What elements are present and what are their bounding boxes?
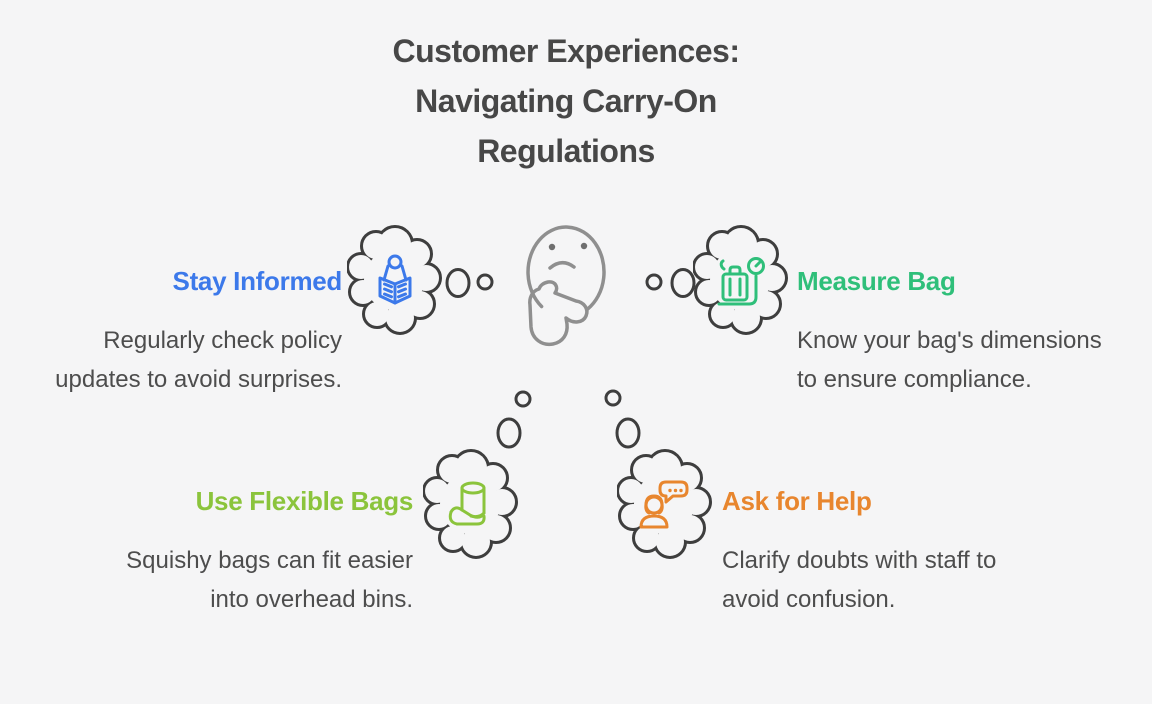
left-eye — [548, 243, 556, 251]
thought-trail-top-left — [445, 268, 494, 298]
label-use-flexible-bags: Use Flexible Bags — [195, 486, 414, 516]
thought-trail-top-right — [645, 268, 696, 298]
thinking-face-icon — [526, 225, 606, 347]
label-stay-informed: Stay Informed — [172, 266, 343, 296]
page-title: Customer Experiences: Navigating Carry-O… — [392, 33, 740, 169]
right-eye — [580, 242, 588, 250]
speech-dots — [668, 488, 683, 493]
desc-measure-bag: Know your bag's dimensions to ensure com… — [797, 327, 1102, 393]
label-ask-for-help: Ask for Help — [722, 486, 872, 516]
thought-cloud-stay-informed — [347, 223, 443, 343]
thought-trail-bottom-right — [604, 389, 641, 449]
face-outline — [526, 225, 606, 311]
desc-ask-for-help: Clarify doubts with staff to avoid confu… — [722, 547, 997, 613]
thought-trail-bottom-left — [496, 390, 532, 449]
reading-book-icon — [378, 254, 412, 305]
luggage-scale-icon — [717, 257, 765, 306]
person-speech-bubble-icon — [639, 480, 689, 529]
desc-stay-informed: Regularly check policy updates to avoid … — [55, 327, 342, 393]
label-measure-bag: Measure Bag — [797, 266, 956, 296]
thinking-hand — [528, 280, 589, 347]
frown-mouth — [548, 261, 576, 270]
desc-use-flexible-bags: Squishy bags can fit easier into overhea… — [126, 547, 413, 613]
thought-cloud-ask-for-help — [617, 447, 713, 567]
hand-holding-bag-icon — [448, 481, 486, 526]
thought-cloud-use-flexible-bags — [423, 447, 519, 567]
thought-cloud-measure-bag — [693, 223, 789, 343]
